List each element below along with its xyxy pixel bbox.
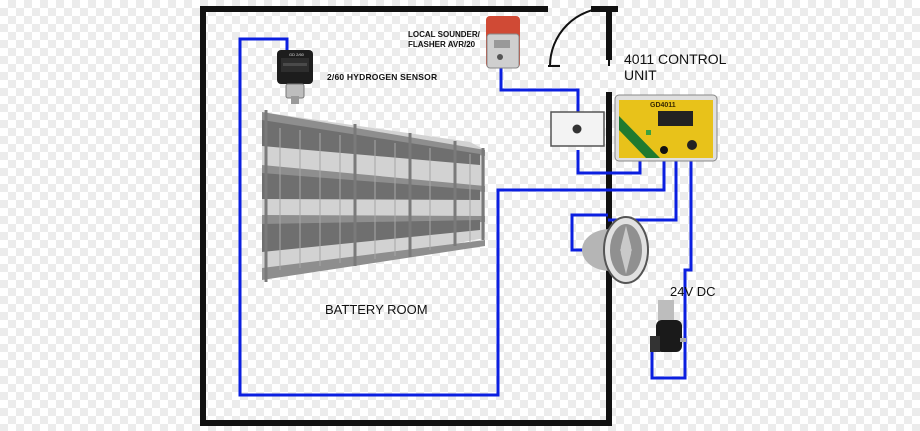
wire-switch-to-control	[576, 150, 642, 175]
wire-sounder-to-switch	[499, 66, 580, 120]
sounder-label: LOCAL SOUNDER/ FLASHER AVR/20	[408, 30, 480, 50]
sounder-label-line2: FLASHER AVR/20	[408, 40, 476, 49]
wire-sensor-to-control	[238, 37, 666, 397]
local-sounder-flasher	[486, 16, 520, 69]
control-unit-label-line2: UNIT	[624, 67, 657, 83]
control-unit-badge: GD4011	[650, 102, 676, 109]
sensor-badge: GD 2/60	[289, 52, 304, 57]
battery-rack	[262, 110, 485, 282]
battery-room-label: BATTERY ROOM	[325, 302, 428, 317]
control-unit-4011	[614, 94, 718, 162]
reset-switch-box	[550, 111, 605, 147]
sounder-label-line1: LOCAL SOUNDER/	[408, 30, 480, 39]
wire-psu-to-control	[650, 160, 693, 380]
extractor-fan	[582, 216, 649, 284]
hydrogen-sensor	[277, 50, 313, 104]
power-supply-24v	[650, 300, 686, 352]
control-unit-label-line1: 4011 CONTROL	[624, 51, 727, 67]
power-supply-label: 24V DC	[670, 284, 716, 299]
hydrogen-sensor-label: 2/60 HYDROGEN SENSOR	[327, 72, 438, 82]
door-swing	[548, 7, 610, 67]
control-unit-label: 4011 CONTROL UNIT	[624, 51, 726, 83]
